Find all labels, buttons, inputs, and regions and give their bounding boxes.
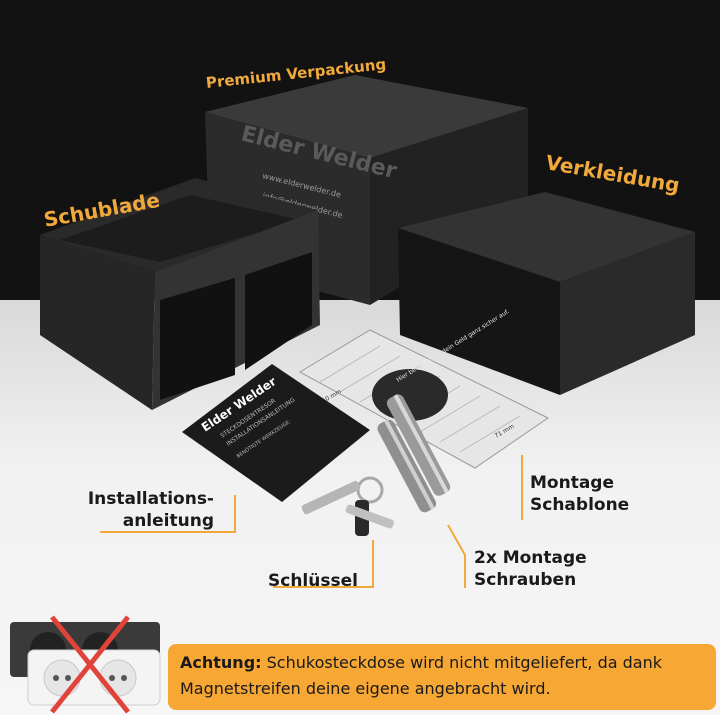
notice-banner: Achtung: Schukosteckdose wird nicht mitg… [168, 644, 716, 710]
label-installation-manual: Installations- anleitung [84, 488, 214, 532]
label-keys: Schlüssel [268, 571, 358, 591]
label-template: Montage Schablone [530, 472, 629, 516]
cover-sleeve [398, 192, 695, 395]
notice-body: Schukosteckdose wird nicht mitgeliefert,… [180, 653, 662, 698]
notice-text: Achtung: Schukosteckdose wird nicht mitg… [180, 650, 708, 702]
label-installation-line2: anleitung [122, 511, 214, 531]
socket-not-included [10, 615, 161, 714]
drawer [40, 178, 320, 410]
callout-lines [100, 455, 523, 588]
label-installation-line1: Installations- [87, 489, 214, 509]
keys [301, 476, 395, 536]
mounting-screws [377, 394, 451, 513]
label-screws-line1: 2x Montage [474, 548, 587, 568]
label-template-line2: Schablone [530, 495, 630, 515]
label-template-line1: Montage [530, 473, 614, 493]
notice-prefix: Achtung: [180, 653, 262, 672]
label-screws-line2: Schrauben [474, 570, 577, 590]
label-screws: 2x Montage Schrauben [474, 547, 587, 591]
